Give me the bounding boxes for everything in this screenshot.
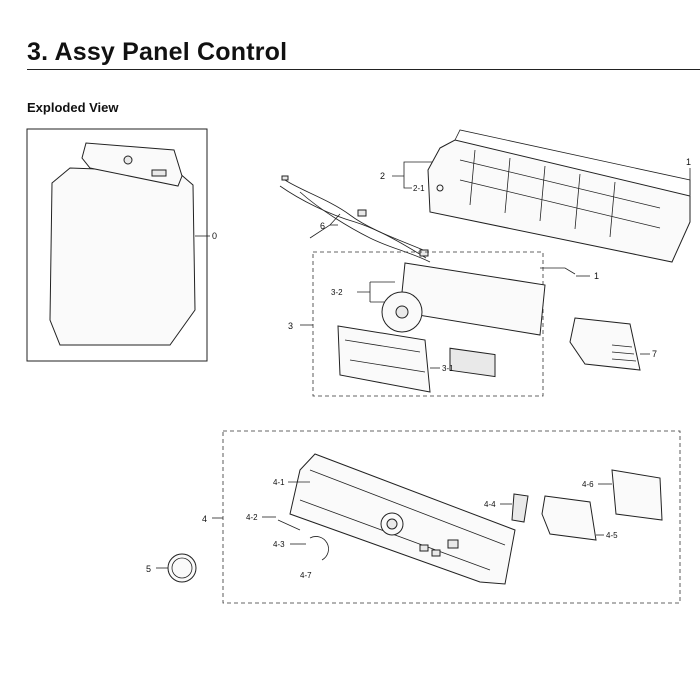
encoder-dial-hub bbox=[395, 305, 409, 319]
washer-assembly: 0 bbox=[26, 128, 217, 362]
washer-cabinet bbox=[49, 167, 196, 346]
pcb-assembly-dashed-frame bbox=[312, 251, 544, 397]
washer-display bbox=[151, 169, 167, 177]
wire-harness-part: 6 bbox=[279, 175, 431, 263]
harness-wire-c bbox=[299, 191, 431, 263]
front-panel-button-1 bbox=[419, 544, 429, 552]
callout-3: 3 bbox=[288, 321, 293, 331]
callout-7: 7 bbox=[652, 349, 657, 359]
front-panel-assembly: 4-1 4-2 4-3 4-7 4-4 4-5 4-6 4 bbox=[202, 430, 681, 604]
pcb-housing-ribs bbox=[344, 339, 426, 373]
callout-3-1: 3-1 bbox=[442, 364, 454, 373]
pcb-housing bbox=[337, 325, 431, 393]
bracket-vents bbox=[611, 344, 637, 362]
callout-4-7: 4-7 bbox=[300, 571, 312, 580]
leader-1-pcb bbox=[540, 267, 576, 275]
leader-2 bbox=[392, 161, 432, 189]
ring-part bbox=[309, 536, 329, 561]
callout-4-4: 4-4 bbox=[484, 500, 496, 509]
panel-frame-ribs bbox=[459, 149, 661, 238]
callout-5: 5 bbox=[146, 564, 151, 574]
callout-4-6: 4-6 bbox=[582, 480, 594, 489]
rear-module-part bbox=[611, 469, 663, 521]
callout-4-1: 4-1 bbox=[273, 478, 285, 487]
callout-4-2: 4-2 bbox=[246, 513, 258, 522]
front-panel-dashed-frame bbox=[222, 430, 681, 604]
callout-2: 2 bbox=[380, 171, 385, 181]
callout-4-5: 4-5 bbox=[606, 531, 618, 540]
section-subtitle: Exploded View bbox=[27, 100, 119, 115]
front-panel-button-2 bbox=[431, 549, 441, 557]
pcb-board bbox=[399, 262, 546, 336]
callout-0: 0 bbox=[212, 231, 217, 241]
leader-3-2 bbox=[357, 281, 395, 303]
harness-plug-1 bbox=[281, 175, 289, 181]
knob-part: 5 bbox=[146, 553, 197, 583]
harness-wire-b bbox=[279, 185, 427, 259]
callout-3-2: 3-2 bbox=[331, 288, 343, 297]
front-panel-button-3 bbox=[447, 539, 459, 549]
panel-frame bbox=[427, 139, 691, 263]
pcb-assembly: 3-2 1 3-1 3 bbox=[288, 251, 599, 397]
harness-plug-2 bbox=[357, 209, 367, 217]
harness-wire-a bbox=[284, 179, 429, 253]
callout-6: 6 bbox=[320, 221, 325, 231]
callout-1-pcb: 1 bbox=[594, 271, 599, 281]
callout-1-top: 1 bbox=[686, 157, 691, 167]
button-block-part bbox=[511, 493, 529, 523]
control-bracket-part bbox=[541, 495, 597, 541]
callout-4: 4 bbox=[202, 514, 207, 524]
pcb-display-module bbox=[449, 347, 496, 378]
washer-frame bbox=[26, 128, 208, 362]
knob-rim bbox=[171, 557, 193, 579]
title-rule bbox=[27, 69, 700, 70]
page-title: 3. Assy Panel Control bbox=[27, 38, 288, 66]
small-ring-part bbox=[436, 184, 444, 192]
washer-knob bbox=[123, 155, 133, 165]
spring-rod-part bbox=[277, 519, 301, 531]
harness-plug-3 bbox=[419, 249, 429, 257]
front-panel-body bbox=[289, 453, 516, 585]
bracket-part: 7 bbox=[569, 317, 657, 371]
front-panel-knob-center bbox=[386, 518, 398, 530]
panel-frame-part: 1 2 2-1 bbox=[380, 129, 691, 263]
callout-2-1: 2-1 bbox=[413, 184, 425, 193]
callout-4-3: 4-3 bbox=[273, 540, 285, 549]
bracket-body bbox=[569, 317, 641, 371]
